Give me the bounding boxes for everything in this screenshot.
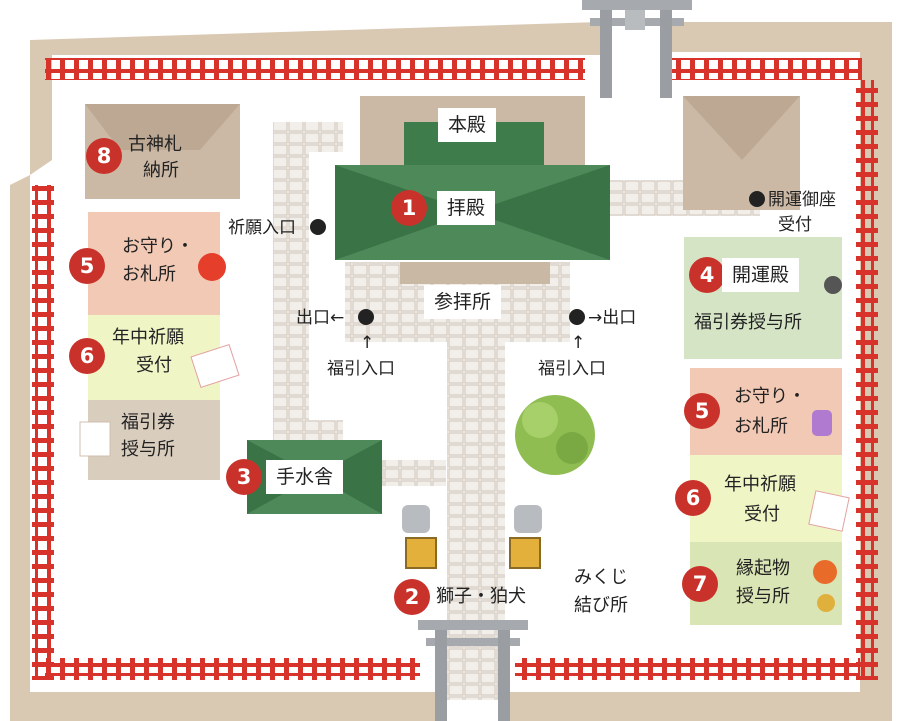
sanpaisho-label: 参拝所 [424, 285, 502, 319]
kaiunden-number: 4 [689, 257, 725, 293]
exit-right-label: →出口 [588, 308, 637, 328]
kaiunden-label: 開運殿 [722, 258, 800, 292]
honden-label: 本殿 [438, 108, 497, 142]
right-booth-omamori-number: 5 [684, 393, 720, 429]
kaiun-goza-label-2: 受付 [778, 215, 812, 235]
right-booth-kigan-line2: 受付 [744, 504, 780, 525]
red-fence [32, 58, 878, 680]
right-booth-kigan-line1: 年中祈願 [724, 474, 796, 495]
kofuda-number: 8 [86, 138, 122, 174]
komainu-number: 2 [394, 579, 430, 615]
chozuya-label: 手水舎 [266, 460, 344, 494]
black-dots [310, 191, 765, 325]
kaiunden-sub-label: 福引券授与所 [694, 312, 802, 333]
right-booth-engimono-line2: 授与所 [736, 586, 790, 607]
bottom-torii-gate [418, 620, 528, 721]
exit-left-label: 出口← [296, 308, 345, 328]
arrow-up-left: ↑ [360, 333, 375, 353]
kofuda-line2: 納所 [143, 160, 179, 181]
right-booth-omamori-line1: お守り・ [734, 386, 806, 407]
left-booth-omamori-line1: お守り・ [122, 236, 194, 257]
right-booth-engimono-number: 7 [682, 566, 718, 602]
tree [515, 395, 595, 475]
right-booth-engimono-line1: 縁起物 [736, 558, 790, 579]
komainu-statues [402, 505, 542, 569]
kaiun-goza-building [683, 96, 800, 210]
left-booth-kigan-number: 6 [69, 338, 105, 374]
kofuda-line1: 古神札 [128, 134, 182, 155]
kigan-entrance-label: 祈願入口 [228, 218, 296, 238]
fukubiki-left-label: 福引入口 [327, 359, 395, 379]
left-booth-fukubiki-line1: 福引券 [121, 412, 175, 433]
top-torii-gate [582, 0, 692, 98]
arrow-up-right: ↑ [571, 333, 586, 353]
left-booth-omamori-line2: お札所 [122, 264, 176, 285]
mikuji-line2: 結び所 [574, 595, 628, 616]
chozuya-number: 3 [226, 459, 262, 495]
fukubiki-right-label: 福引入口 [538, 359, 606, 379]
left-booth-kigan-line1: 年中祈願 [112, 327, 184, 348]
right-booth-kigan-number: 6 [675, 480, 711, 516]
left-booth-kigan-line2: 受付 [136, 355, 172, 376]
kaiun-goza-label: 開運御座 [768, 190, 836, 210]
left-booth-fukubiki-line2: 授与所 [121, 439, 175, 460]
haiden-number: 1 [391, 190, 427, 226]
mikuji-line1: みくじ [574, 567, 628, 588]
right-booth-omamori-line2: お札所 [734, 416, 788, 437]
komainu-label: 獅子・狛犬 [436, 586, 526, 607]
haiden-label: 拝殿 [437, 191, 496, 225]
left-booth-omamori-number: 5 [69, 248, 105, 284]
kofuda-building [85, 104, 240, 199]
decorations [79, 253, 850, 612]
